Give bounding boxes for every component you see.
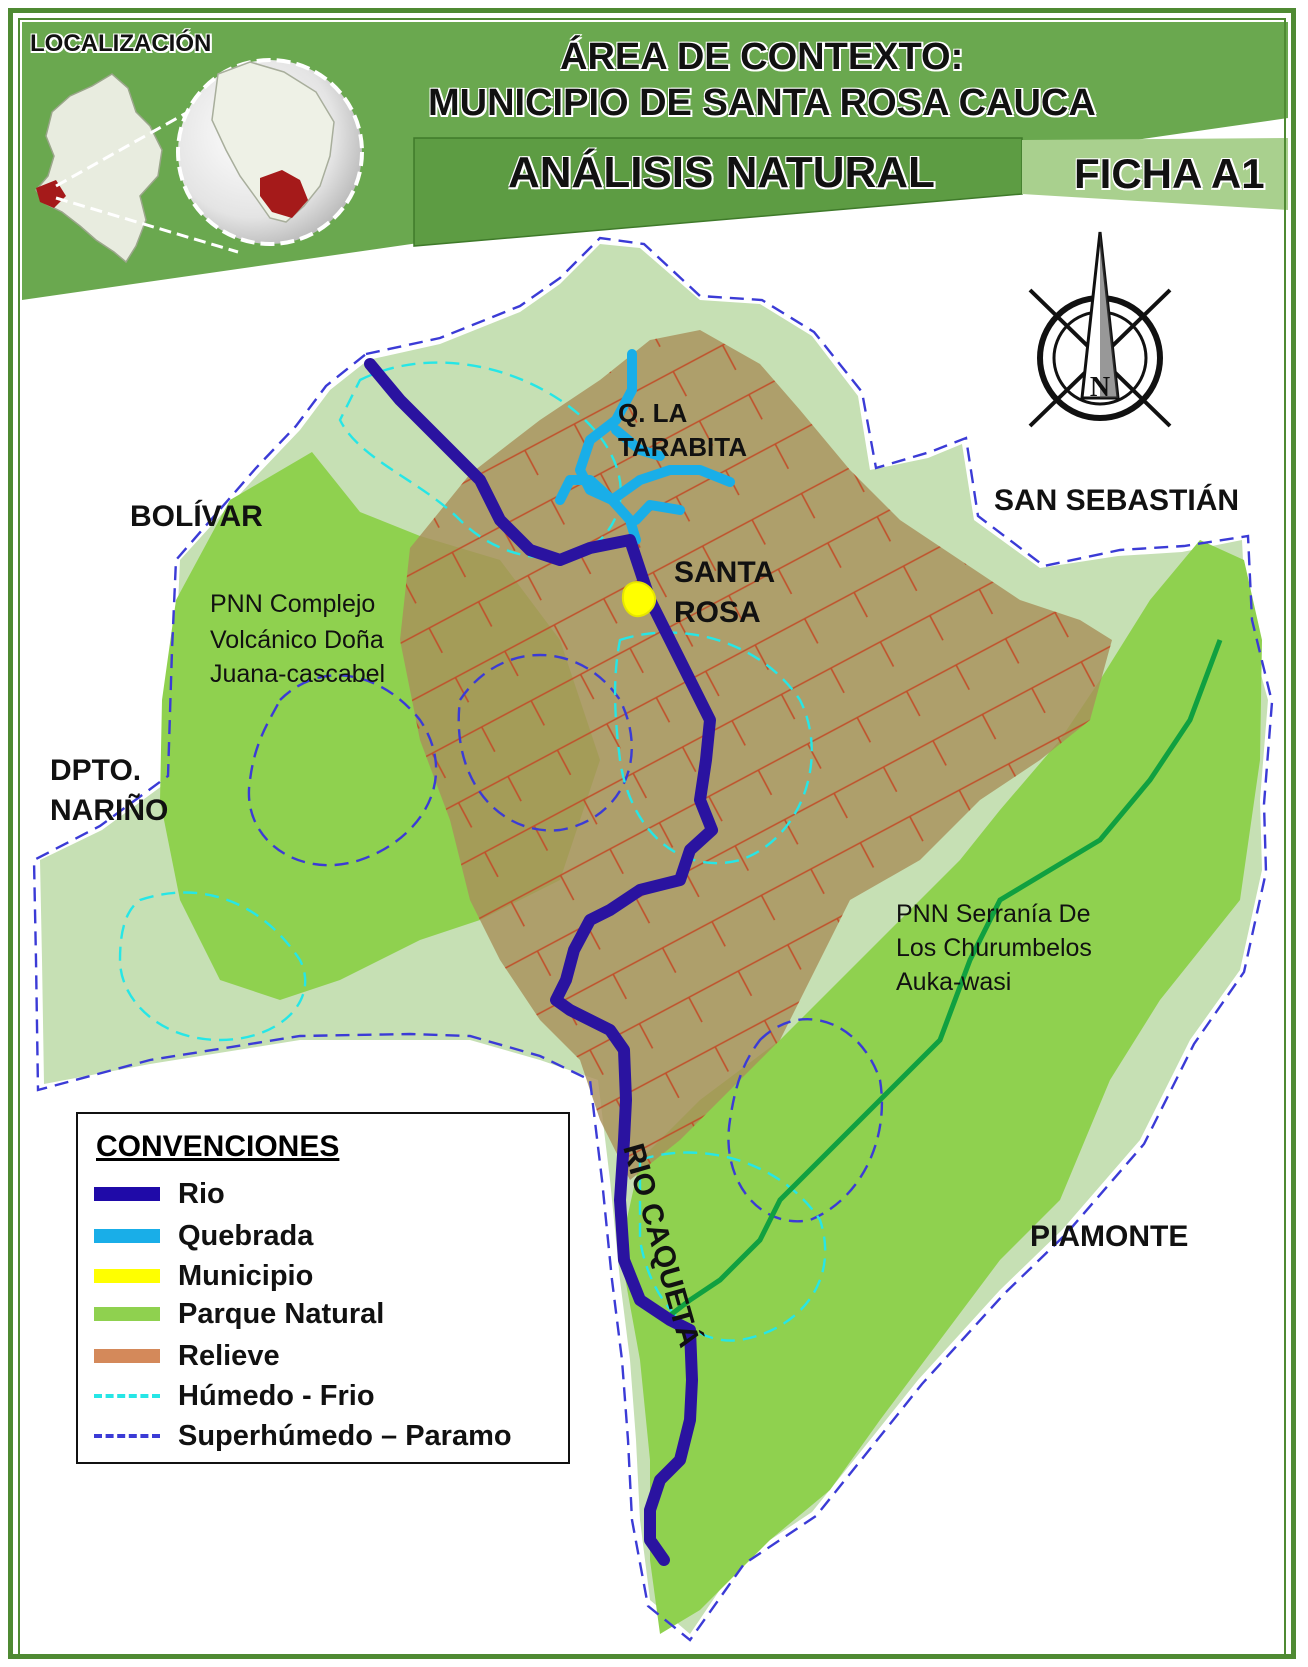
label-narino: NARIÑO (50, 794, 169, 827)
municipio-marker-icon (622, 581, 656, 618)
inner-river-line (662, 639, 1223, 1322)
label-piamonte: PIAMONTE (1030, 1220, 1189, 1253)
label-santa: SANTA (674, 556, 776, 589)
legend-swatch-superhumedo (94, 1434, 160, 1438)
label-pnn-east-2: Los Churumbelos (896, 934, 1092, 962)
label-bolivar: BOLÍVAR (130, 500, 263, 533)
superhumedo-zone-center (457, 654, 633, 832)
label-dpto: DPTO. (50, 754, 142, 787)
legend-label-rio: Rio (178, 1177, 225, 1210)
superhumedo-zone-outline (32, 236, 1274, 1642)
legend-item-humedo: Húmedo - Frio (94, 1378, 375, 1414)
title-line-2: MUNICIPIO DE SANTA ROSA CAUCA (428, 82, 1096, 124)
label-pnn-east-3: Auka-wasi (896, 968, 1012, 996)
legend-item-municipio: Municipio (94, 1258, 313, 1294)
river-line (364, 358, 718, 1566)
department-outline-icon (211, 61, 335, 223)
park-east-area (620, 540, 1262, 1634)
zoom-line-top-icon (55, 110, 189, 188)
subtitle: ANÁLISIS NATURAL (508, 148, 935, 197)
legend-swatch-relieve (94, 1349, 160, 1363)
sheet-band (1022, 138, 1288, 210)
legend-swatch-quebrada (94, 1229, 160, 1243)
legend-item-parque: Parque Natural (94, 1296, 384, 1332)
title-line-1: ÁREA DE CONTEXTO: (560, 36, 964, 78)
label-pnn-east-1: PNN Serranía De (896, 900, 1091, 928)
legend-box: CONVENCIONES Rio Quebrada Municipio Parq… (76, 1112, 570, 1464)
label-pnn-west-2: Volcánico Doña (210, 626, 384, 654)
label-quebrada-tarabita: TARABITA (618, 432, 748, 462)
legend-swatch-rio (94, 1187, 160, 1201)
legend-item-relieve: Relieve (94, 1338, 280, 1374)
sheet-code: FICHA A1 (1074, 150, 1265, 197)
creek-line (555, 349, 735, 545)
humedo-zone-center (613, 631, 813, 865)
legend-item-rio: Rio (94, 1176, 225, 1212)
cauca-region-icon (36, 180, 66, 208)
label-pnn-west-1: PNN Complejo (210, 590, 376, 618)
relief-hatch (400, 330, 1112, 1180)
legend-label-humedo: Húmedo - Frio (178, 1379, 375, 1412)
label-quebrada-q: Q. LA (618, 398, 688, 428)
label-san-sebastian: SAN SEBASTIÁN (994, 484, 1240, 517)
legend-title: CONVENCIONES (96, 1130, 340, 1163)
colombia-locator-icon (35, 73, 163, 264)
legend-label-quebrada: Quebrada (178, 1219, 314, 1252)
legend-label-municipio: Municipio (178, 1259, 314, 1292)
legend-swatch-humedo (94, 1394, 160, 1398)
compass-north-letter: N (1090, 372, 1110, 403)
legend-swatch-municipio (94, 1269, 160, 1283)
compass-icon: N (1028, 231, 1172, 428)
zoom-line-bottom-icon (55, 196, 239, 254)
superhumedo-zone-south (727, 1017, 884, 1223)
label-pnn-west-3: Juana-cascabel (210, 660, 386, 688)
label-rosa: ROSA (674, 596, 761, 629)
superhumedo-zone-west (247, 674, 438, 867)
humedo-zone-west (118, 891, 307, 1042)
legend-label-relieve: Relieve (178, 1339, 280, 1372)
legend-label-superhumedo: Superhúmedo – Paramo (178, 1419, 512, 1452)
legend-item-quebrada: Quebrada (94, 1218, 313, 1254)
humedo-zone-south (638, 1151, 827, 1342)
location-label: LOCALIZACIÓN (30, 30, 212, 57)
santa-rosa-region-icon (260, 170, 308, 218)
legend-item-superhumedo: Superhúmedo – Paramo (94, 1418, 512, 1454)
legend-label-parque: Parque Natural (178, 1297, 385, 1330)
legend-swatch-parque (94, 1307, 160, 1321)
